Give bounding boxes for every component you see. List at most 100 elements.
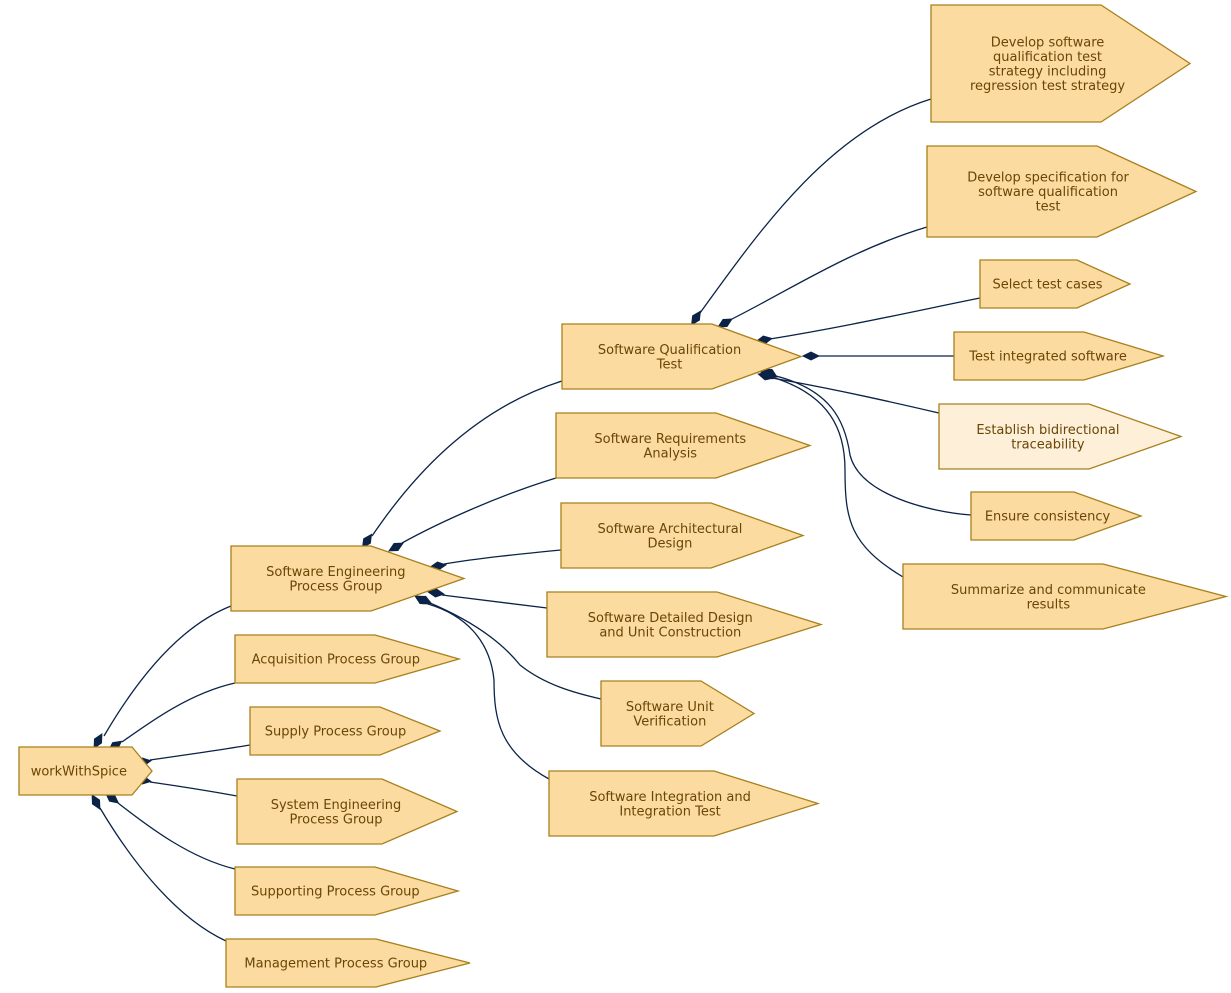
node-label-line: System Engineering bbox=[271, 798, 402, 813]
edge-root-supp bbox=[104, 792, 236, 870]
node-shape bbox=[970, 491, 1143, 541]
node-label-line: Software Engineering bbox=[266, 565, 405, 580]
composition-diamond-icon bbox=[414, 595, 430, 605]
edge-sqt-ebt bbox=[757, 371, 940, 414]
node-label-line: strategy including bbox=[989, 64, 1107, 79]
node-label-line: Software Qualification bbox=[598, 343, 741, 358]
edge-line bbox=[429, 602, 602, 700]
node-shape bbox=[555, 412, 812, 479]
edge-root-seg bbox=[93, 605, 232, 749]
node-shape bbox=[600, 680, 756, 747]
node-shape bbox=[926, 145, 1198, 238]
node-shape bbox=[902, 563, 1229, 630]
node-label-line: traceability bbox=[1011, 437, 1085, 452]
node-shape bbox=[930, 4, 1192, 123]
edge-root-sup bbox=[133, 744, 251, 767]
node-shape bbox=[561, 323, 803, 390]
node-label-line: Design bbox=[647, 536, 692, 551]
edge-line bbox=[149, 744, 251, 761]
node-label-line: Process Group bbox=[289, 812, 382, 827]
node-tis[interactable]: Test integrated software bbox=[953, 331, 1166, 381]
edge-line bbox=[699, 98, 932, 314]
node-shape bbox=[225, 938, 471, 988]
node-shape bbox=[234, 634, 462, 684]
composition-diamond-icon bbox=[388, 542, 404, 552]
node-shape bbox=[236, 778, 459, 845]
composition-diamond-icon bbox=[426, 588, 446, 598]
edge-line bbox=[117, 802, 236, 870]
node-label-line: Software Detailed Design bbox=[588, 611, 753, 626]
edge-line bbox=[99, 807, 227, 942]
edge-seg-sra bbox=[388, 477, 557, 552]
node-label-line: Integration Test bbox=[619, 804, 720, 819]
edge-root-mgmt bbox=[91, 794, 227, 942]
node-label-line: Supporting Process Group bbox=[251, 885, 420, 900]
edge-line bbox=[149, 781, 238, 797]
node-ec[interactable]: Ensure consistency bbox=[970, 491, 1143, 541]
node-shape bbox=[18, 746, 153, 796]
node-label-line: software qualification bbox=[978, 185, 1118, 200]
edge-line bbox=[401, 477, 557, 544]
node-shape bbox=[548, 770, 821, 837]
node-label-line: Verification bbox=[633, 714, 706, 729]
node-label-line: Summarize and communicate bbox=[951, 583, 1146, 598]
node-stc[interactable]: Select test cases bbox=[979, 259, 1132, 309]
node-label-line: Software Integration and bbox=[589, 790, 751, 805]
edge-line bbox=[427, 603, 550, 780]
edge-sqt-dsp bbox=[717, 226, 928, 328]
node-label-line: Ensure consistency bbox=[985, 510, 1111, 525]
edge-line bbox=[103, 605, 232, 737]
node-supp[interactable]: Supporting Process Group bbox=[234, 866, 461, 916]
edge-line bbox=[775, 375, 972, 516]
node-label-line: regression test strategy bbox=[970, 79, 1125, 94]
node-label-line: Test bbox=[656, 357, 683, 372]
node-label-line: Software Requirements bbox=[594, 432, 746, 447]
node-label-line: test bbox=[1036, 200, 1061, 215]
node-root[interactable]: workWithSpice bbox=[18, 746, 153, 796]
edge-seg-sqt bbox=[361, 380, 563, 549]
node-label-line: Acquisition Process Group bbox=[252, 653, 420, 668]
edge-root-sys bbox=[134, 775, 238, 797]
node-label-line: and Unit Construction bbox=[599, 625, 741, 640]
node-shape bbox=[938, 403, 1183, 470]
node-shape bbox=[546, 591, 824, 658]
node-label-line: Software Architectural bbox=[597, 522, 742, 537]
node-acq[interactable]: Acquisition Process Group bbox=[234, 634, 462, 684]
node-label-line: Process Group bbox=[289, 579, 382, 594]
node-label-line: Software Unit bbox=[626, 700, 714, 715]
edge-sqt-stc bbox=[755, 297, 981, 345]
node-label-line: Select test cases bbox=[993, 278, 1103, 293]
edges-layer bbox=[91, 98, 981, 942]
node-shape bbox=[953, 331, 1166, 381]
edge-seg-sdd bbox=[426, 588, 548, 609]
composition-diamond-icon bbox=[758, 368, 774, 380]
edge-line bbox=[729, 226, 928, 321]
edge-line bbox=[121, 682, 236, 743]
node-sup[interactable]: Supply Process Group bbox=[249, 706, 442, 756]
node-label-line: Management Process Group bbox=[244, 957, 427, 972]
node-label-line: Supply Process Group bbox=[265, 725, 406, 740]
node-shape bbox=[979, 259, 1132, 309]
node-label-line: workWithSpice bbox=[31, 765, 127, 780]
node-label-line: Analysis bbox=[644, 446, 698, 461]
node-mgmt[interactable]: Management Process Group bbox=[225, 938, 471, 988]
node-label-line: Develop software bbox=[991, 35, 1104, 50]
node-shape bbox=[560, 502, 805, 569]
edge-sqt-scr bbox=[758, 368, 904, 578]
node-label-line: Test integrated software bbox=[968, 350, 1127, 365]
edge-seg-sit bbox=[414, 595, 550, 780]
